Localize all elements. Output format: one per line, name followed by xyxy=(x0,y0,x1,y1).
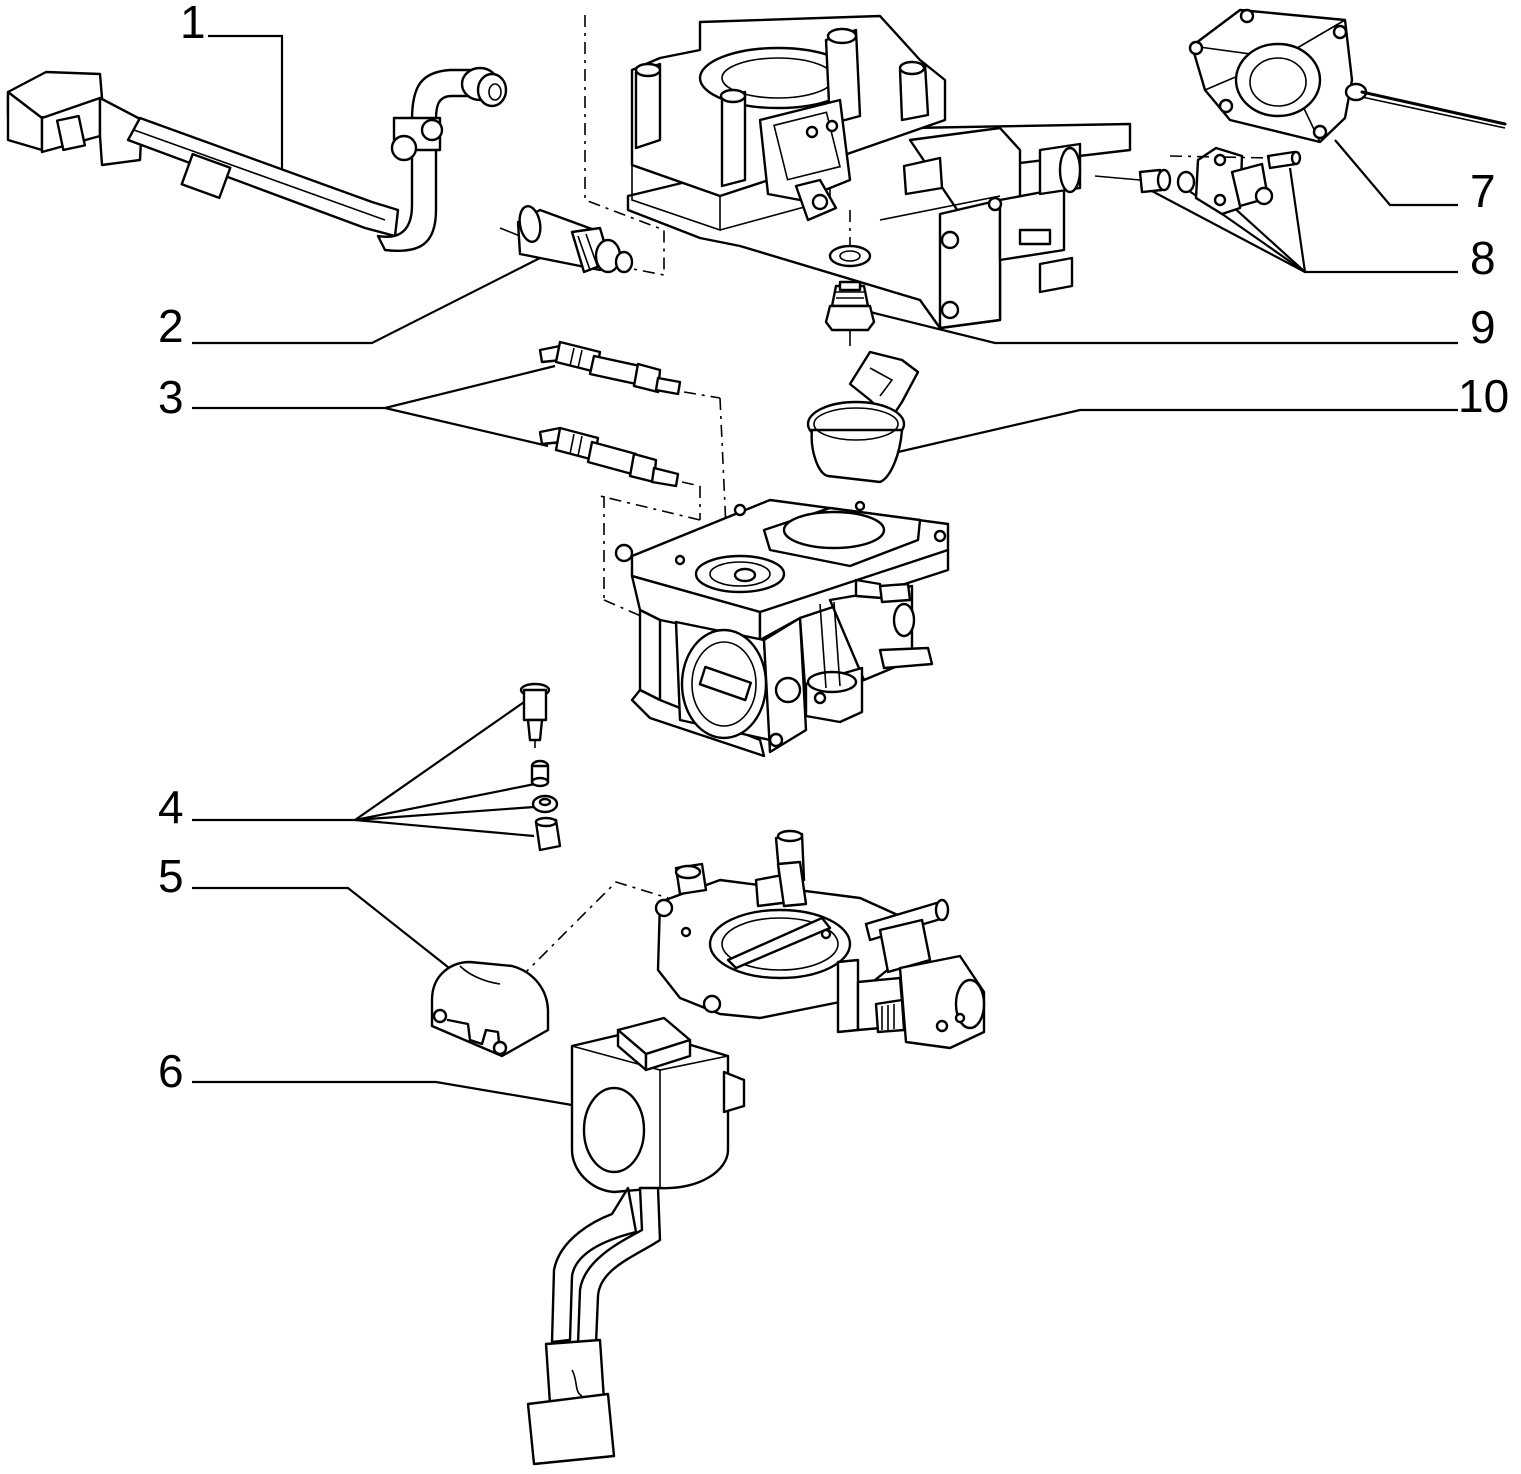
leader-6 xyxy=(192,1080,573,1107)
leader-9 xyxy=(869,310,1458,345)
carburettor-main-body xyxy=(614,498,950,758)
part-6-coil xyxy=(526,1016,746,1466)
jet-lower xyxy=(538,426,680,488)
callout-8: 8 xyxy=(1470,232,1496,284)
part-8-assembly xyxy=(1094,146,1302,216)
leader-1 xyxy=(208,34,284,185)
callout-4: 4 xyxy=(158,781,184,833)
dash-frame-5 xyxy=(519,881,669,979)
leader-7 xyxy=(1334,139,1458,207)
jet-upper xyxy=(538,340,682,396)
callout-5: 5 xyxy=(158,850,184,902)
part-10-float xyxy=(806,350,920,484)
callout-7: 7 xyxy=(1470,165,1496,217)
leader-4d xyxy=(354,818,535,838)
part-5-cover xyxy=(430,960,550,1058)
part-1-sensor-cable xyxy=(6,66,508,252)
leader-4 xyxy=(192,699,528,822)
callout-2: 2 xyxy=(158,300,184,352)
leader-4c xyxy=(354,805,535,822)
callout-10: 10 xyxy=(1458,370,1509,422)
leader-3b xyxy=(384,406,549,448)
leader-8d xyxy=(1288,167,1307,273)
part-9-needle-valve xyxy=(824,210,876,346)
part-7-diaphragm xyxy=(1188,8,1507,144)
carburettor-top-body xyxy=(626,14,1132,330)
throttle-body-lower xyxy=(654,829,986,1050)
part-2-switch xyxy=(499,204,634,274)
leader-4b xyxy=(354,782,536,822)
part-4-components xyxy=(519,682,562,852)
leader-3 xyxy=(192,364,556,410)
leader-10 xyxy=(897,408,1458,454)
callout-9: 9 xyxy=(1470,301,1496,353)
callout-6: 6 xyxy=(158,1045,184,1097)
callout-3: 3 xyxy=(158,371,184,423)
callout-1: 1 xyxy=(180,0,206,48)
part-3-jets xyxy=(538,340,727,621)
leader-5 xyxy=(192,886,459,976)
dash-frame-2 xyxy=(584,15,665,276)
leader-2 xyxy=(192,257,541,345)
